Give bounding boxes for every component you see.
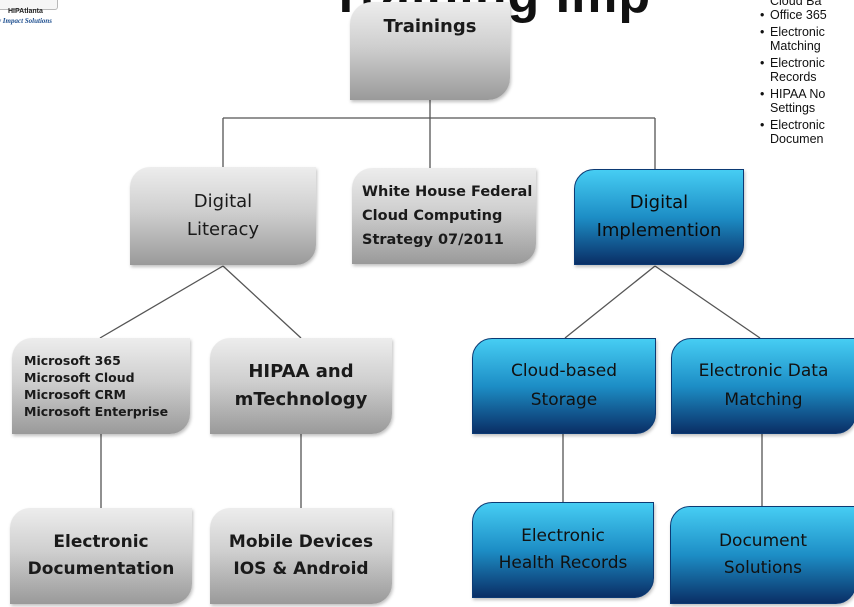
node-electronic-health-records: Electronic Health Records — [472, 502, 654, 598]
node-digital-literacy: Digital Literacy — [130, 167, 316, 265]
connector-implementation-to-matching — [654, 265, 761, 339]
connector-implementation-to-cloud — [564, 265, 656, 339]
node-digital-literacy-label: Digital Literacy — [186, 191, 260, 240]
organization-logo: HIPAtlanta ty Impact Solutions — [0, 0, 58, 40]
node-hipaa-mtechnology: HIPAA and mTechnology — [210, 338, 392, 434]
node-microsoft-products-label: Microsoft 365 Microsoft Cloud Microsoft … — [24, 353, 169, 419]
side-bullet-list: Cloud BaOffice 365ElectronicMatchingElec… — [758, 0, 854, 146]
side-list-item: Settings — [770, 101, 816, 115]
connector-literacy-to-microsoft — [99, 265, 224, 339]
node-cloud-storage: Cloud-based Storage — [472, 338, 656, 434]
side-list-item: Documen — [770, 132, 824, 146]
node-digital-implementation-label: Digital Implemention — [596, 192, 722, 241]
node-white-house-label: White House Federal Cloud Computing Stra… — [362, 184, 533, 248]
side-list-item: HIPAA No — [758, 87, 854, 101]
node-document-solutions: Document Solutions — [670, 506, 854, 604]
node-trainings-label: Trainings — [383, 16, 477, 37]
logo-tagline: ty Impact Solutions — [0, 17, 53, 25]
connector-literacy-to-hipaa — [222, 265, 302, 339]
side-list-item: Office 365 — [758, 8, 854, 22]
node-hipaa-label: HIPAA and mTechnology — [234, 361, 368, 410]
logo-frame — [0, 0, 58, 10]
node-trainings: Trainings — [350, 2, 510, 100]
side-list-item: Matching — [770, 39, 821, 53]
node-electronic-data-matching: Electronic Data Matching — [671, 338, 854, 434]
node-data-matching-label: Electronic Data Matching — [698, 361, 829, 410]
node-health-records-label: Electronic Health Records — [498, 526, 628, 573]
node-white-house-strategy: White House Federal Cloud Computing Stra… — [352, 168, 536, 264]
node-cloud-storage-label: Cloud-based Storage — [510, 361, 617, 410]
node-microsoft-products: Microsoft 365 Microsoft Cloud Microsoft … — [12, 338, 190, 434]
node-mobile-devices-label: Mobile Devices IOS & Android — [228, 532, 374, 579]
node-digital-implementation: Digital Implemention — [574, 169, 744, 265]
node-document-solutions-label: Document Solutions — [718, 531, 808, 578]
node-electronic-documentation: Electronic Documentation — [10, 508, 192, 604]
node-mobile-devices: Mobile Devices IOS & Android — [210, 508, 392, 604]
node-electronic-documentation-label: Electronic Documentation — [27, 532, 175, 579]
side-list-item: Electronic — [758, 56, 854, 70]
logo-name: HIPAtlanta — [8, 8, 43, 15]
side-list-item: Cloud Ba — [770, 0, 822, 8]
side-list-item: Electronic — [758, 25, 854, 39]
side-list-item: Records — [770, 70, 817, 84]
side-list-item: Electronic — [758, 118, 854, 132]
